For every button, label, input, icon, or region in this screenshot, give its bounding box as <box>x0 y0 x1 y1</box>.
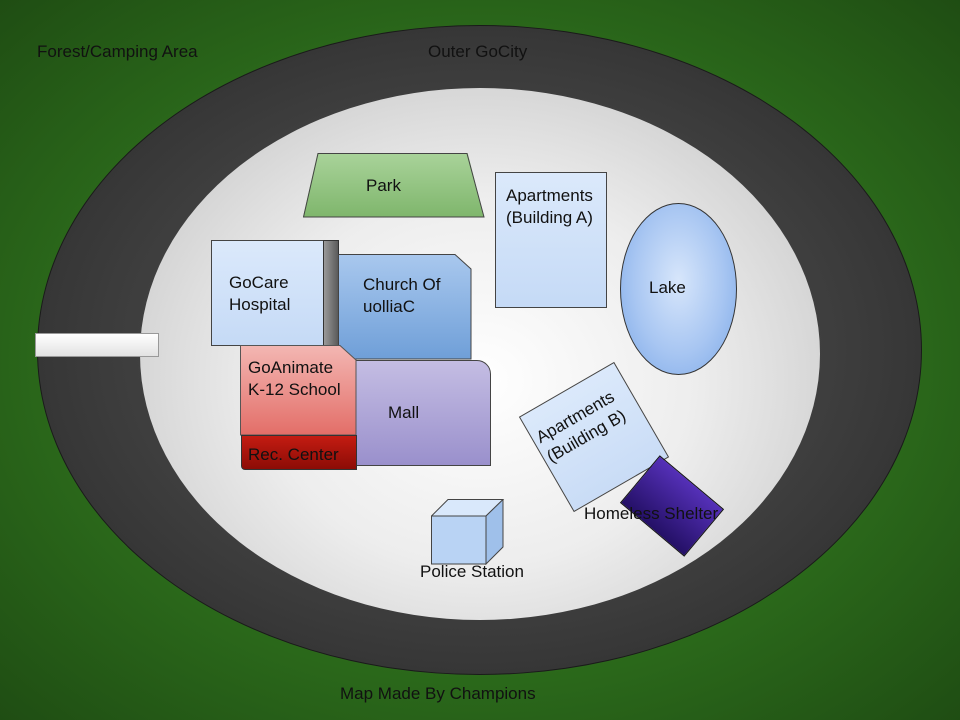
church-outline <box>338 254 472 360</box>
map-credit: Map Made By Champions <box>340 684 536 703</box>
school-outline <box>240 345 357 436</box>
hospital-church-connector <box>323 240 339 347</box>
mall-label: Mall <box>388 403 420 422</box>
gocare-hospital <box>211 240 325 346</box>
park-outline <box>303 153 485 218</box>
school-label: GoAnimate K-12 School <box>248 358 341 399</box>
forest-label: Forest/Camping Area <box>37 42 198 61</box>
shelter-label: Homeless Shelter <box>584 504 719 523</box>
apartments-a-label: Apartments (Building A) <box>506 186 593 227</box>
church-building <box>338 254 471 359</box>
lake-label: Lake <box>649 278 686 297</box>
mall-building <box>352 360 491 466</box>
apartments-building-a <box>495 172 607 308</box>
city-entrance-road <box>35 333 159 357</box>
police-station-cube <box>431 499 505 565</box>
hospital-label: GoCare Hospital <box>229 273 291 314</box>
park-area <box>303 153 484 217</box>
rec-center-label: Rec. Center <box>248 445 339 464</box>
rec-center <box>241 435 357 470</box>
park-label: Park <box>366 176 401 195</box>
church-label: Church Of uolliaC <box>363 275 441 316</box>
lake <box>620 203 737 375</box>
goanimate-school <box>240 345 356 435</box>
police-station-label: Police Station <box>420 562 524 581</box>
outer-gocity-label: Outer GoCity <box>428 42 528 61</box>
